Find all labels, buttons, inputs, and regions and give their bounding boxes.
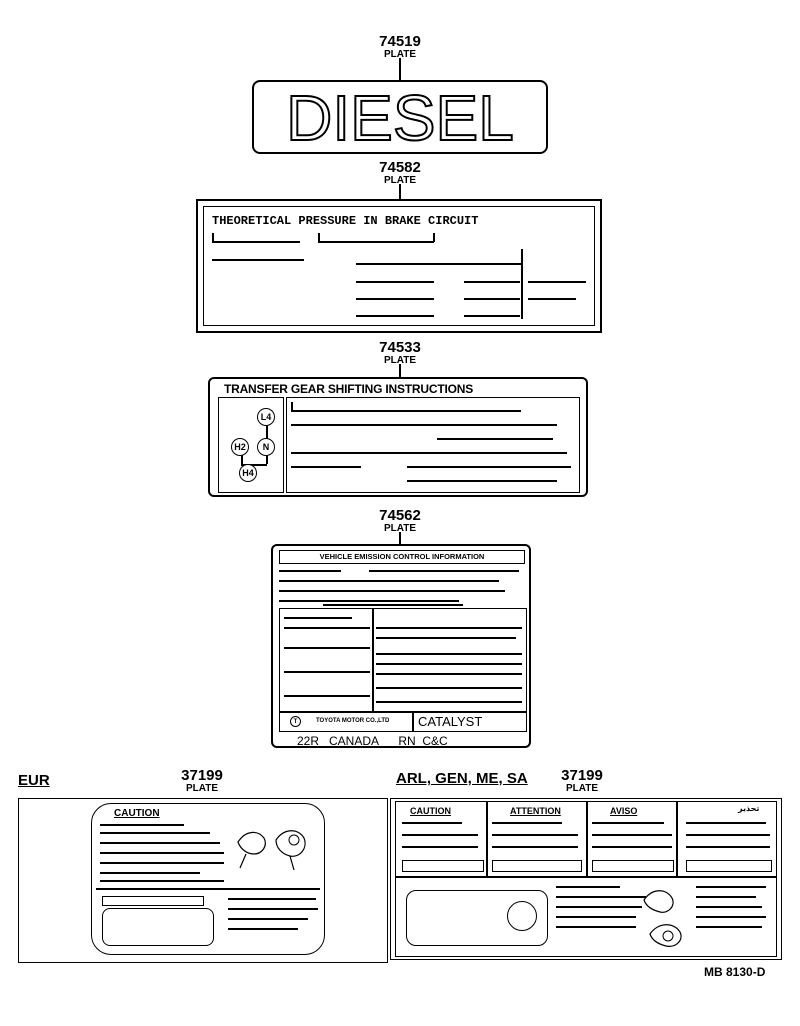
part-number-74519: 74519 PLATE [379,33,421,60]
region-label-arl: ARL, GEN, ME, SA [396,770,528,787]
arl-heading-attention: ATTENTION [510,806,561,816]
part-number-37199-eur: 37199 PLATE [181,767,223,794]
toyota-logo-icon: T [290,716,301,727]
part-number-74582: 74582 PLATE [379,159,421,186]
diesel-plate: DIESEL [252,80,548,155]
eur-engine-sketch [102,908,214,946]
arl-heading-aviso: AVISO [610,806,638,816]
brake-pressure-plate: THEORETICAL PRESSURE IN BRAKE CIRCUIT [196,199,602,333]
shift-position-h2: H2 [231,438,249,456]
maker-name: TOYOTA MOTOR CO.,LTD [316,718,390,724]
arl-caution-plate: CAUTION ATTENTION AVISO ﺗﺤﺬﻳﺮ [395,801,777,957]
eur-caution-plate: CAUTION [91,803,325,955]
diesel-lettering: DIESEL [285,81,515,155]
leader-line [399,184,401,200]
shift-pattern-panel: L4 H2 N H4 [218,397,284,493]
diesel-text: DIESEL [286,82,514,152]
brake-plate-title: THEORETICAL PRESSURE IN BRAKE CIRCUIT [212,214,479,228]
transfer-plate-title: TRANSFER GEAR SHIFTING INSTRUCTIONS [224,382,474,396]
eur-caution-heading: CAUTION [114,808,160,819]
region-label-eur: EUR [18,772,50,789]
shift-position-l4: L4 [257,408,275,426]
emission-footer-band: T TOYOTA MOTOR CO.,LTD CATALYST [279,712,527,732]
arl-heading-caution: CAUTION [410,806,451,816]
leader-line [399,532,401,544]
emission-spec-table [279,608,527,712]
part-number-74533: 74533 PLATE [379,339,421,366]
part-number-37199-arl: 37199 PLATE [561,767,603,794]
inner-border [203,206,595,326]
shift-position-h4: H4 [239,464,257,482]
arl-frame: CAUTION ATTENTION AVISO ﺗﺤﺬﻳﺮ [390,798,782,960]
eur-hand-illustration [237,830,306,871]
emission-plate-title: VEHICLE EMISSION CONTROL INFORMATION [279,550,525,564]
shift-position-n: N [257,438,275,456]
leader-line [399,364,401,378]
arl-hand-illustration [643,890,682,947]
transfer-shifting-plate: TRANSFER GEAR SHIFTING INSTRUCTIONS L4 H… [208,377,588,497]
eur-frame: CAUTION [18,798,388,963]
instruction-text-area [286,397,580,493]
emission-footer-text: 22R CANADA RN C&C [297,734,448,748]
leader-line [399,58,401,80]
part-number-74562: 74562 PLATE [379,507,421,534]
arl-heading-arabic: ﺗﺤﺬﻳﺮ [738,804,760,813]
arl-engine-sketch [406,890,548,946]
emission-control-plate: VEHICLE EMISSION CONTROL INFORMATION T T… [271,544,531,748]
drawing-code: MB 8130-D [704,965,766,979]
pulley-icon [507,901,537,931]
catalyst-label: CATALYST [418,714,483,729]
